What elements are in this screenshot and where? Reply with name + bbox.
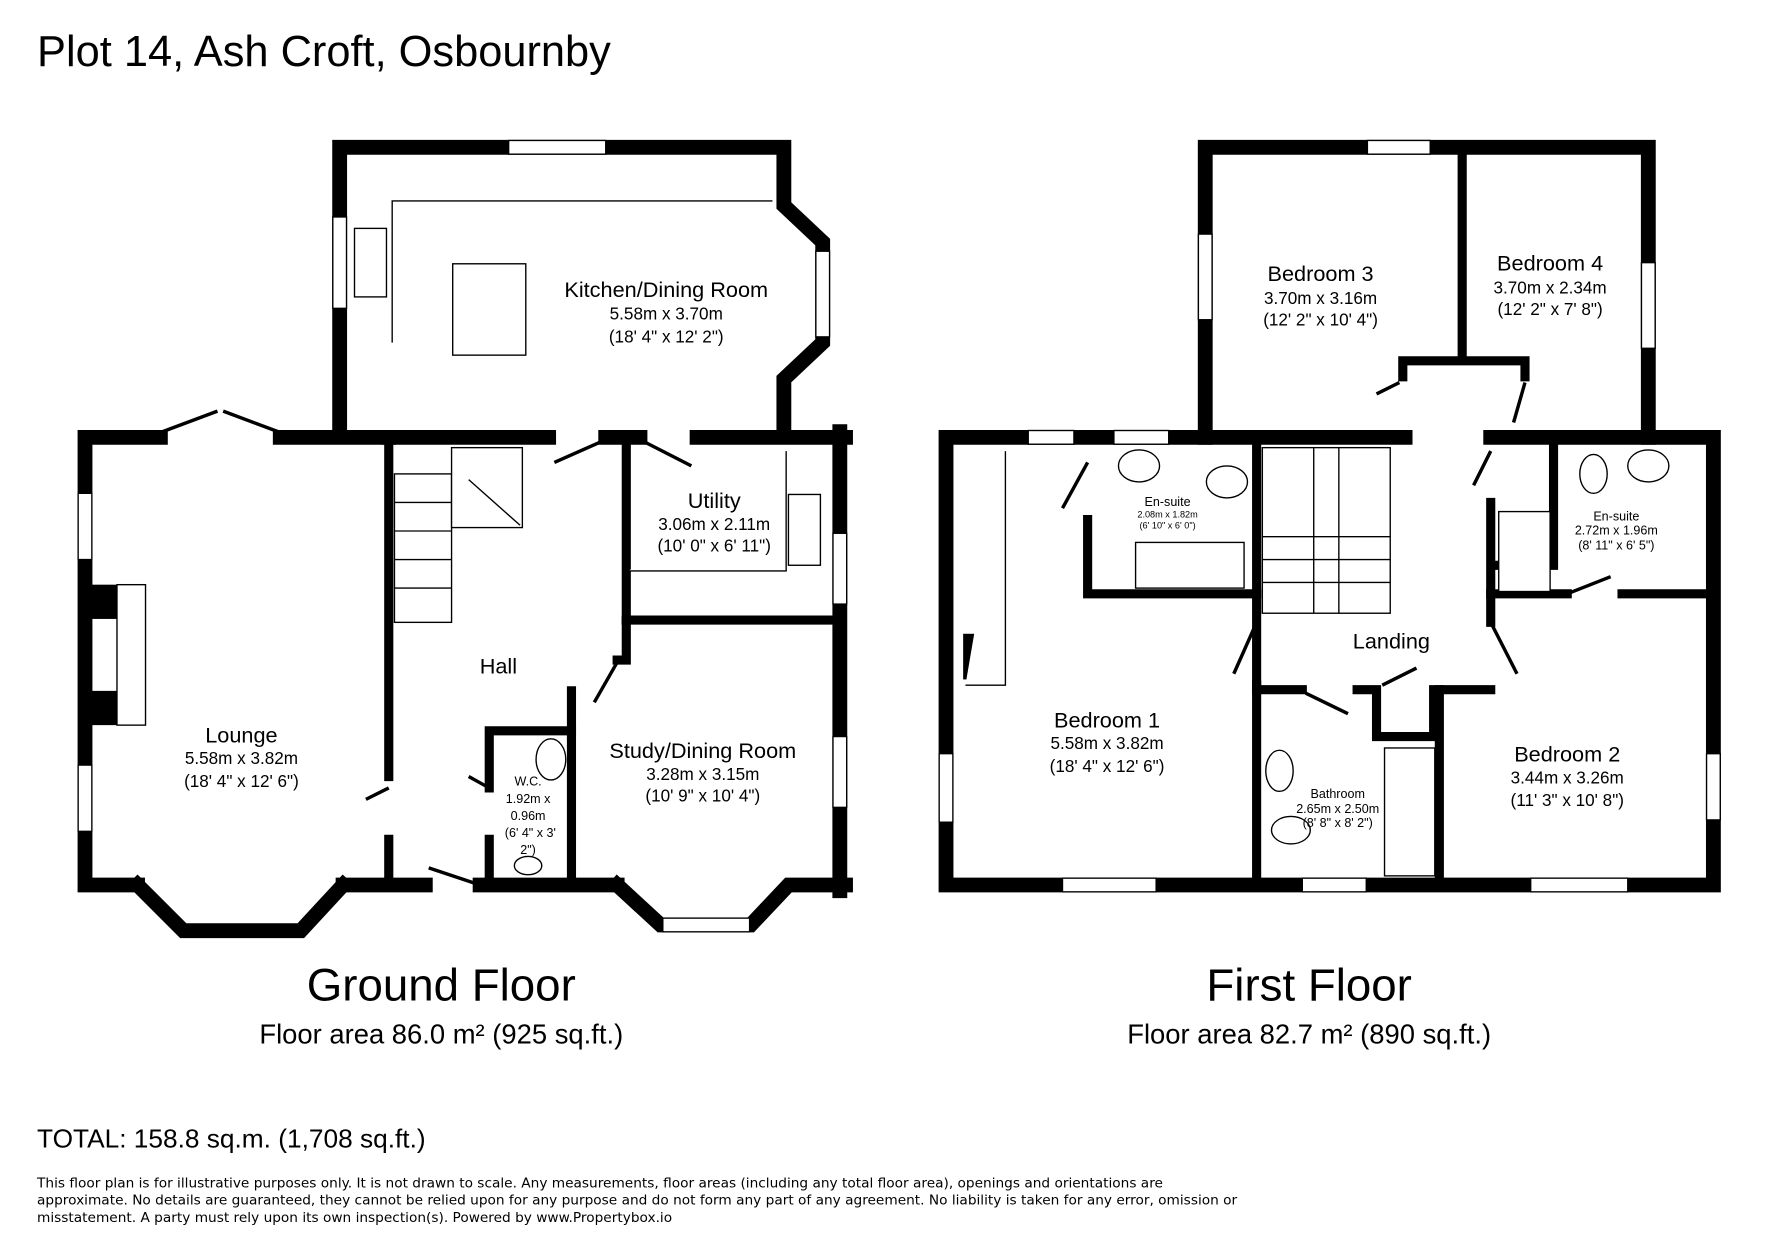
room-name: Hall (480, 654, 517, 679)
room-size-imperial: (18' 4" x 12' 2") (609, 328, 724, 347)
room-size-imperial: (18' 4" x 12' 6") (1050, 757, 1165, 776)
appliance (787, 493, 822, 566)
room-size-imperial: (6' 4" x 3' (505, 826, 556, 840)
first-floor-plan (938, 139, 1721, 893)
room-size-metric: 3.44m x 3.26m (1511, 768, 1624, 787)
disclaimer-line: approximate. No details are guaranteed, … (37, 1193, 1237, 1209)
room-size-metric: 2.65m x 2.50m (1296, 802, 1379, 816)
plan-title: Plot 14, Ash Croft, Osbournby (37, 28, 611, 76)
total-area: TOTAL: 158.8 sq.m. (1,708 sq.ft.) (37, 1124, 426, 1154)
room-size-imperial: (11' 3" x 10' 8") (1511, 791, 1624, 810)
room-name: Study/Dining Room (609, 738, 796, 763)
ground-floor-plan (77, 139, 853, 939)
staircase (393, 446, 524, 624)
toilet-icon (535, 738, 567, 781)
window (815, 250, 831, 338)
room-name: Bedroom 2 (1514, 742, 1620, 767)
room-size-imperial: (10' 9" x 10' 4") (645, 787, 760, 806)
room-name: W.C. (514, 775, 541, 789)
first-floor-labels: Bedroom 3 3.70m x 3.16m (12' 2" x 10' 4"… (1050, 251, 1658, 830)
room-name: Lounge (205, 722, 277, 747)
room-size-metric: 1.92m x (506, 792, 551, 806)
kitchen-island (452, 263, 527, 356)
window (507, 139, 607, 155)
room-size-metric: 0.96m (511, 809, 546, 823)
sink-icon (353, 227, 388, 298)
room-name: Kitchen/Dining Room (564, 277, 768, 302)
room-size-metric: 2.08m x 1.82m (1137, 509, 1197, 519)
room-size-imperial: (8' 11" x 6' 5") (1578, 538, 1654, 552)
room-size-imperial: (18' 4" x 12' 6") (184, 772, 299, 791)
room-name: Bedroom 3 (1268, 261, 1374, 286)
room-size-imperial: (8' 8" x 8' 2") (1303, 816, 1373, 830)
room-size-metric: 3.70m x 2.34m (1494, 278, 1607, 297)
room-size-metric: 3.28m x 3.15m (646, 765, 759, 784)
room-name: En-suite (1145, 495, 1191, 509)
room-size-imperial: 2") (520, 843, 536, 857)
room-size-metric: 2.72m x 1.96m (1575, 523, 1658, 537)
wall (77, 429, 168, 893)
room-size-metric: 5.58m x 3.82m (185, 749, 298, 768)
ground-floor-labels: Kitchen/Dining Room 5.58m x 3.70m (18' 4… (184, 277, 796, 857)
fireplace (116, 583, 147, 726)
floor-area: Floor area 86.0 m² (925 sq.ft.) (259, 1019, 623, 1050)
window (332, 216, 348, 310)
room-name: En-suite (1593, 510, 1639, 524)
floor-area: Floor area 82.7 m² (890 sq.ft.) (1127, 1019, 1491, 1050)
disclaimer-line: misstatement. A party must rely upon its… (37, 1210, 672, 1226)
room-size-metric: 3.06m x 2.11m (658, 515, 770, 534)
room-size-metric: 5.58m x 3.82m (1050, 734, 1163, 753)
room-name: Bedroom 1 (1054, 707, 1160, 732)
room-size-imperial: (12' 2" x 7' 8") (1497, 300, 1602, 319)
room-name: Bathroom (1311, 787, 1365, 801)
floor-name: First Floor (1206, 959, 1411, 1010)
window (832, 532, 848, 605)
room-size-metric: 3.70m x 3.16m (1264, 289, 1377, 308)
room-name: Landing (1353, 629, 1430, 654)
toilet-icon (1117, 449, 1161, 483)
bathtub-icon (1383, 747, 1436, 877)
room-name: Utility (688, 488, 741, 513)
room-size-imperial: (6' 10" x 6' 0") (1139, 521, 1195, 531)
room-size-imperial: (10' 0" x 6' 11") (657, 537, 770, 556)
room-size-imperial: (12' 2" x 10' 4") (1263, 310, 1378, 329)
shower-tray (1134, 541, 1245, 589)
staircase (1261, 446, 1391, 614)
window (832, 735, 848, 809)
wall (332, 139, 831, 440)
room-name: Bedroom 4 (1497, 251, 1603, 276)
floor-name: Ground Floor (307, 959, 576, 1010)
window (77, 764, 93, 833)
room-size-metric: 5.58m x 3.70m (610, 305, 723, 324)
window (77, 492, 93, 561)
disclaimer-line: This floor plan is for illustrative purp… (36, 1176, 1163, 1192)
